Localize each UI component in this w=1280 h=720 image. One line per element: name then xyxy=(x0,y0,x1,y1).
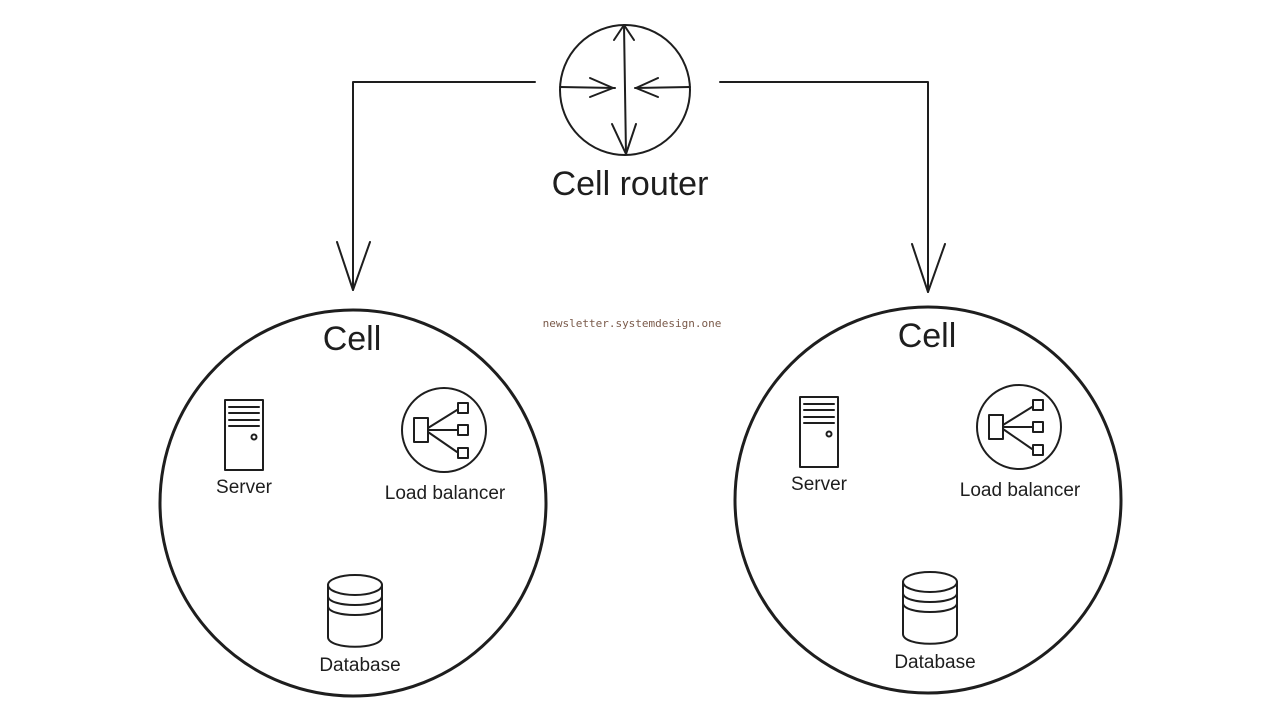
connector-left-arrow xyxy=(336,81,536,291)
server-label: Server xyxy=(216,477,273,498)
load-balancer-icon xyxy=(976,384,1062,470)
router-label: Cell router xyxy=(552,165,709,203)
router-icon xyxy=(559,24,691,156)
cell-title: Cell xyxy=(898,317,957,355)
database-icon xyxy=(327,574,383,648)
database-label: Database xyxy=(319,655,400,676)
server-icon xyxy=(224,399,264,471)
cell-title: Cell xyxy=(323,320,382,358)
database-icon xyxy=(902,571,958,645)
cell-left: Cell Server Load balancer Databa xyxy=(158,308,548,698)
connector-right-arrow xyxy=(719,81,946,293)
database-label: Database xyxy=(894,652,975,673)
load-balancer-label: Load balancer xyxy=(960,480,1081,501)
load-balancer-icon xyxy=(401,387,487,473)
cell-boundary xyxy=(158,308,548,698)
cell-right: Cell Server Load balancer Databa xyxy=(733,305,1123,695)
load-balancer-label: Load balancer xyxy=(385,483,506,504)
server-label: Server xyxy=(791,474,848,495)
watermark: newsletter.systemdesign.one xyxy=(543,317,722,330)
cell-boundary xyxy=(733,305,1123,695)
server-icon xyxy=(799,396,839,468)
